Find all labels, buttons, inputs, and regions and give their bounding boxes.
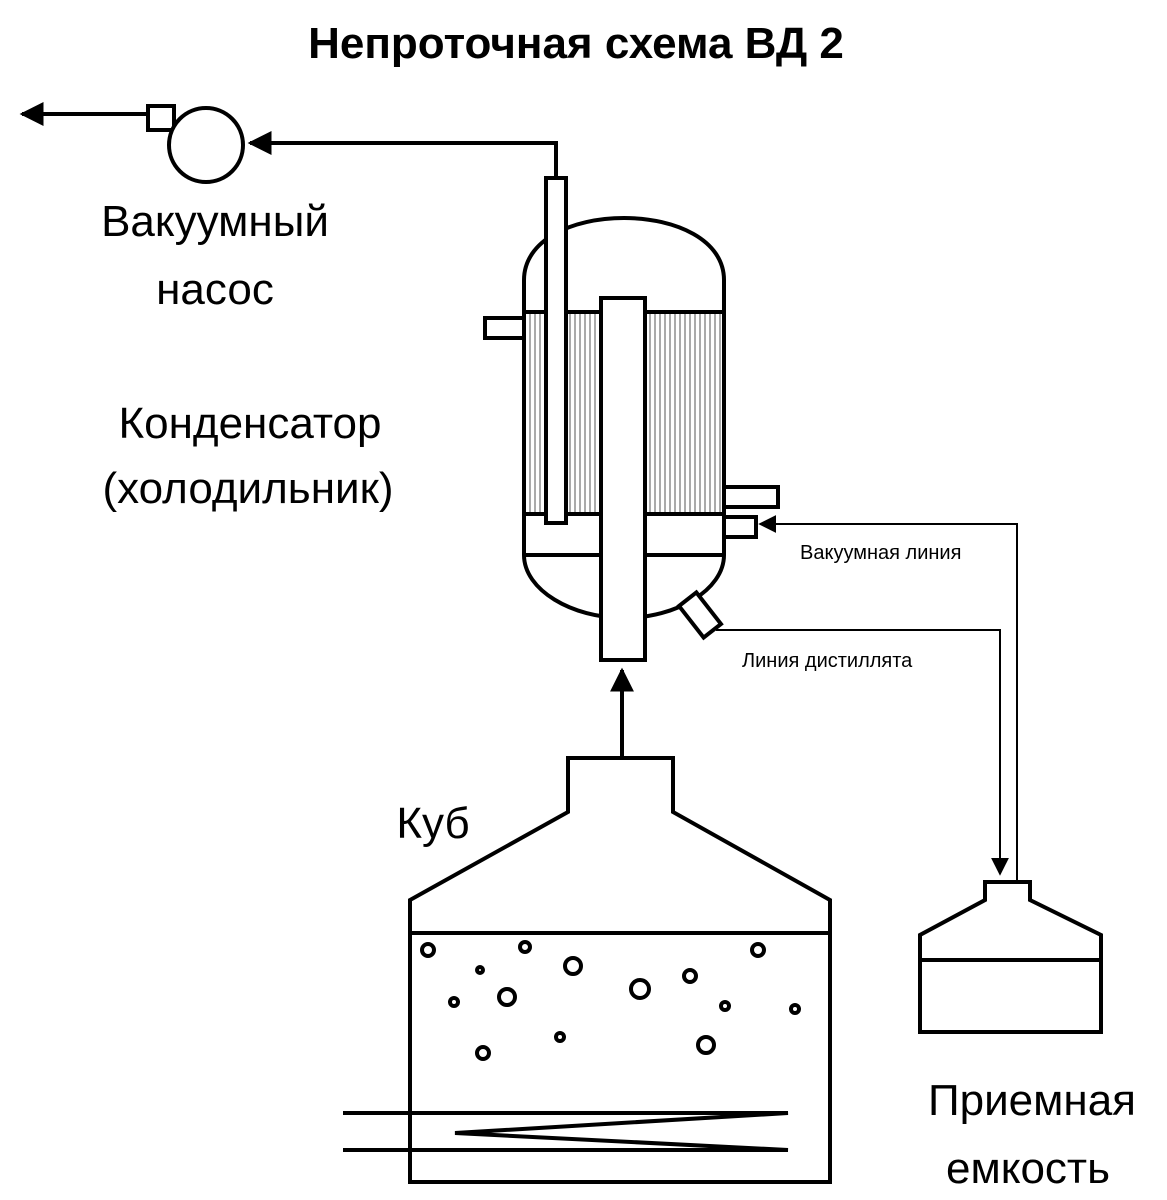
pump-label-line1: Вакуумный <box>101 197 329 246</box>
vacuum-line-label: Вакуумная линия <box>800 542 961 564</box>
condenser-label-line2: (холодильник) <box>103 464 394 513</box>
vacuum-line <box>758 515 1018 882</box>
distillate-line-label: Линия дистиллята <box>742 650 913 672</box>
cube <box>343 756 832 1184</box>
receiver-label-line1: Приемная <box>928 1076 1136 1125</box>
pump-suction-line <box>247 131 558 178</box>
pump-label-line2: насос <box>156 265 274 314</box>
diagram-title: Непроточная схема ВД 2 <box>308 19 844 68</box>
condenser <box>483 176 780 662</box>
vacuum-pump <box>19 102 245 184</box>
condenser-label-line1: Конденсатор <box>119 399 382 448</box>
receiver-label-line2: емкость <box>946 1144 1110 1193</box>
distillate-line <box>716 629 1009 876</box>
cube-label: Куб <box>396 799 469 848</box>
receiver-tank <box>918 880 1103 1034</box>
